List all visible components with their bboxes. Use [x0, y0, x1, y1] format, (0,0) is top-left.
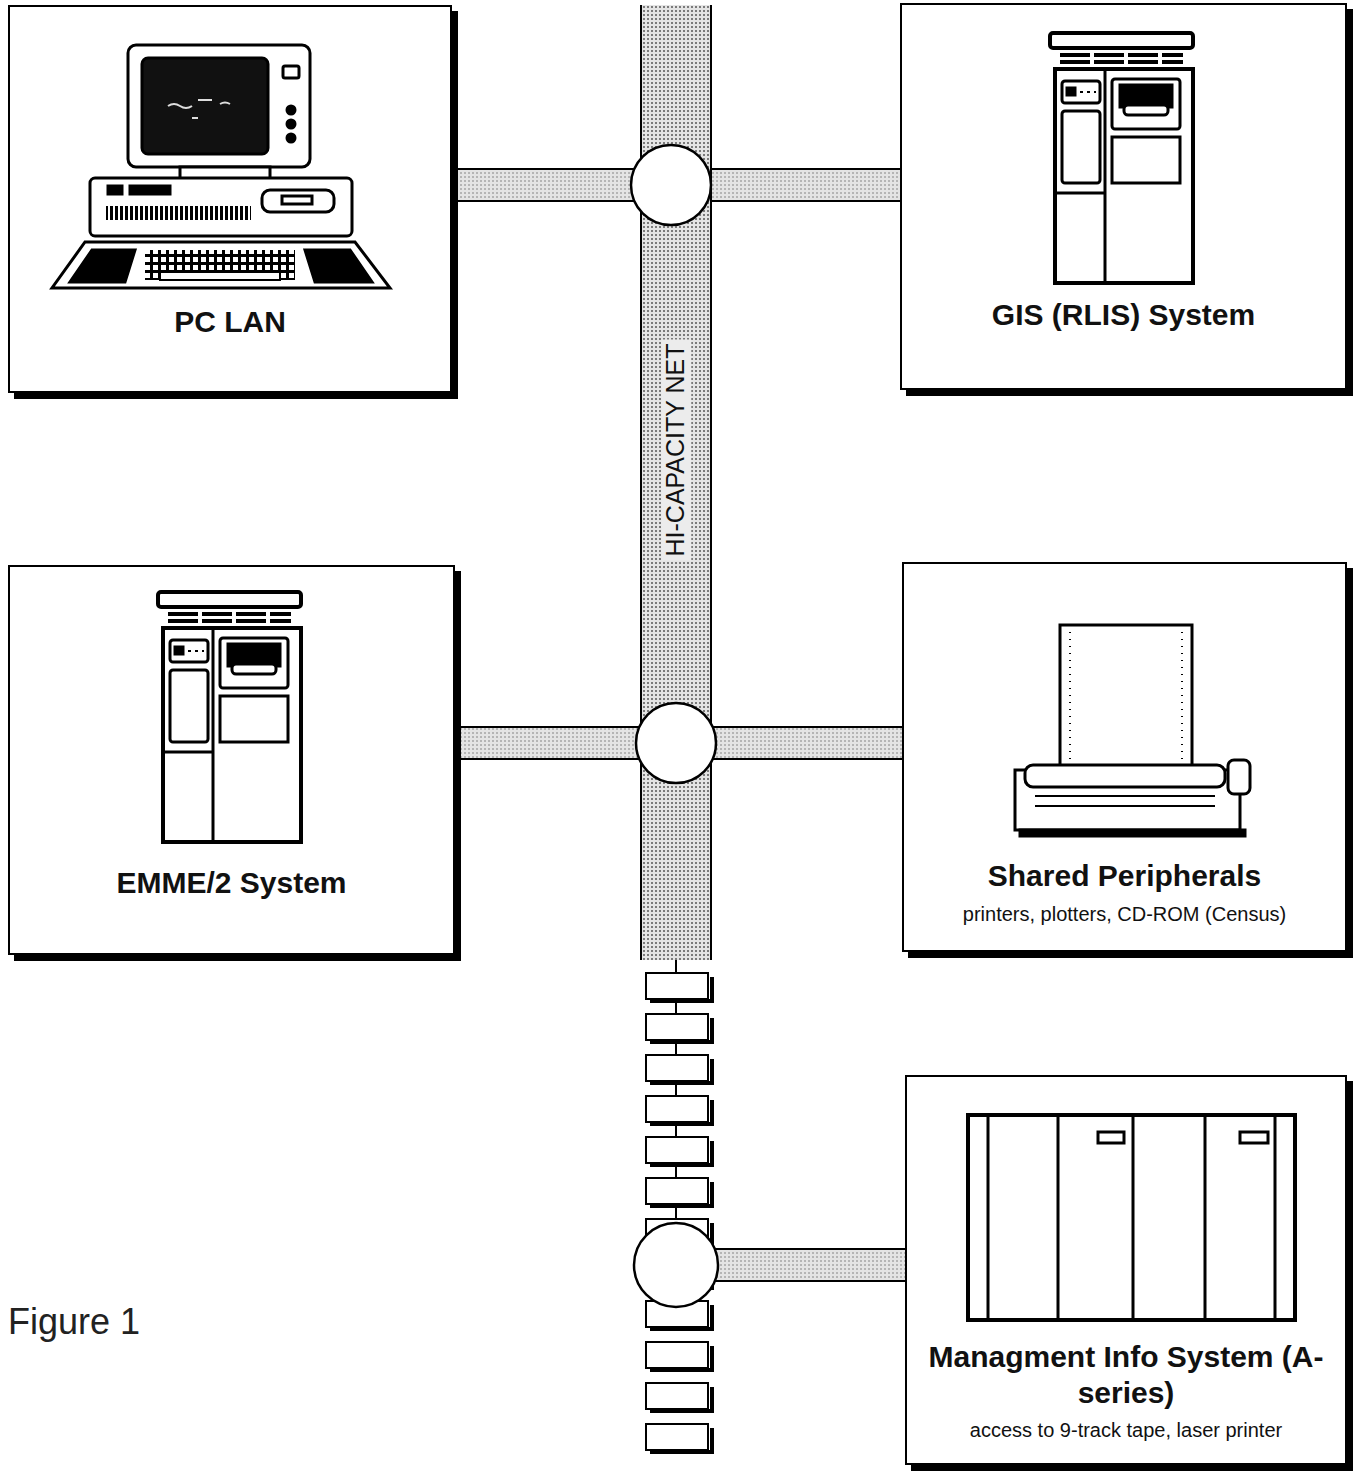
box-title: Shared Peripherals: [912, 858, 1337, 894]
figure-caption: Figure 1: [8, 1300, 140, 1343]
network-link: [712, 185, 900, 186]
bus-label: HI-CAPACITY NET: [661, 340, 691, 561]
network-bus: HI-CAPACITY NET: [640, 5, 712, 960]
network-link: [676, 960, 905, 1265]
network-segment: [646, 973, 712, 1452]
system-box: Managment Info System (A-series) access t…: [905, 1075, 1347, 1465]
box-title: EMME/2 System: [18, 865, 445, 901]
box-title: Managment Info System (A-series): [915, 1339, 1337, 1411]
printer-illustration: [1015, 625, 1250, 836]
box-title: PC LAN: [18, 304, 442, 340]
network-link: [712, 743, 902, 744]
network-link: [452, 185, 640, 186]
system-box: Shared Peripherals printers, plotters, CD…: [902, 562, 1347, 952]
box-note: access to 9-track tape, laser printer: [915, 1418, 1337, 1442]
mainframe-illustration: [968, 1115, 1295, 1320]
system-box: GIS (RLIS) System: [900, 3, 1347, 390]
system-box: PC LAN: [8, 5, 452, 393]
network-link: [455, 743, 640, 744]
box-title: GIS (RLIS) System: [910, 297, 1337, 333]
system-box: EMME/2 System: [8, 565, 455, 955]
server-illustration: [158, 592, 301, 842]
pc-illustration: [52, 45, 390, 288]
server-illustration: [1050, 33, 1193, 283]
box-note: printers, plotters, CD-ROM (Census): [912, 902, 1337, 926]
